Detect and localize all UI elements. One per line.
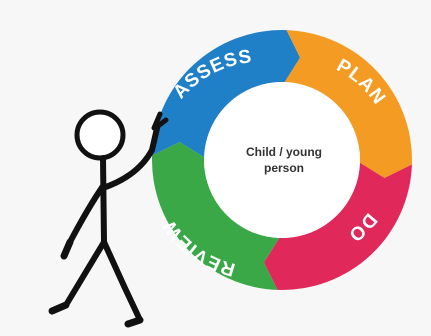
cycle-ring bbox=[151, 30, 412, 290]
center-label-line-1: Child / young bbox=[246, 145, 322, 159]
do-segment bbox=[263, 162, 412, 290]
review-segment bbox=[151, 141, 280, 290]
center-label-line-2: person bbox=[264, 161, 304, 175]
plan-segment bbox=[284, 30, 412, 179]
stick-figure-icon bbox=[48, 109, 169, 328]
assess-segment bbox=[152, 30, 301, 158]
center-circle bbox=[204, 82, 360, 238]
